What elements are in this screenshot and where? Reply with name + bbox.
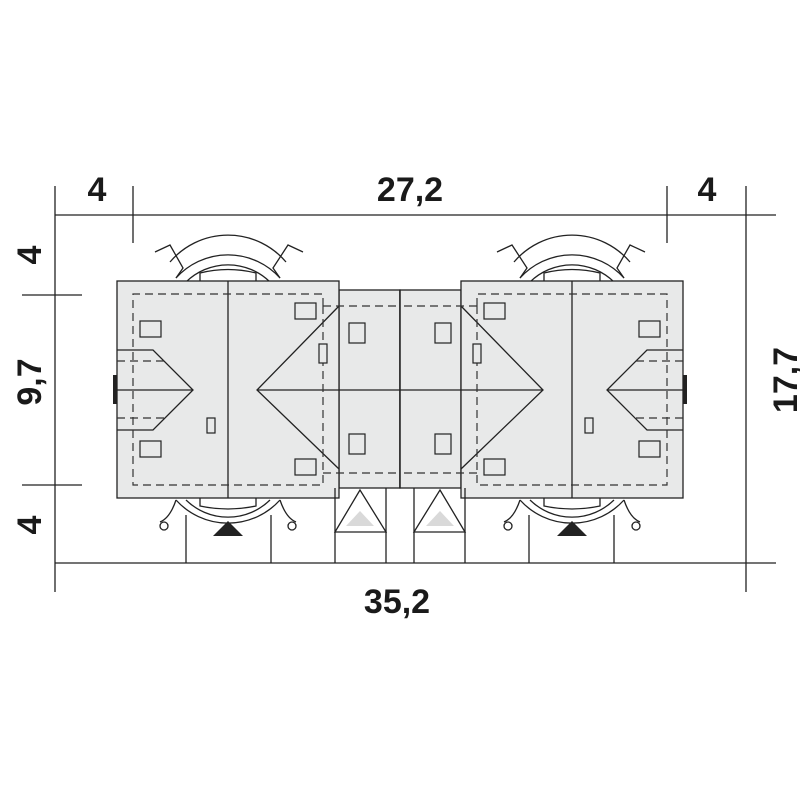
dim-building-width: 27,2 xyxy=(377,171,443,209)
right-house-unit xyxy=(399,234,688,564)
dim-left-bottom: 4 xyxy=(11,515,49,534)
dim-left-top: 4 xyxy=(11,245,49,264)
dim-top-left: 4 xyxy=(88,171,107,209)
dimension-lines xyxy=(22,186,776,592)
dim-top-right: 4 xyxy=(698,171,717,209)
left-house-unit xyxy=(112,234,401,564)
dim-total-width: 35,2 xyxy=(364,583,430,621)
dim-total-depth: 17,7 xyxy=(767,347,800,413)
dim-building-depth: 9,7 xyxy=(11,358,49,405)
